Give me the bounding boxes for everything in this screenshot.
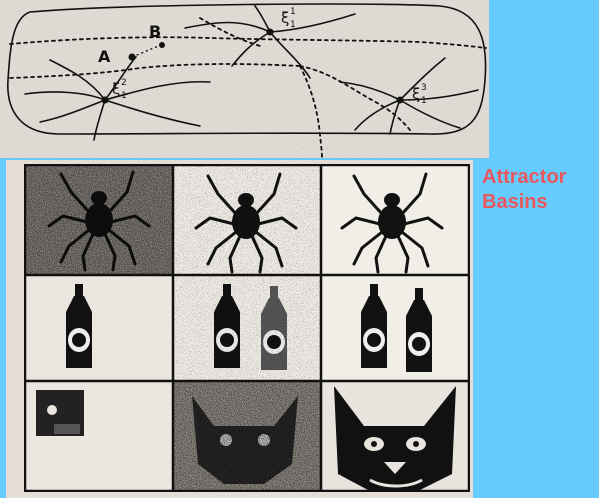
basin-diagram: A B ξ 1 1 ξ 1 2 ξ 1 3 xyxy=(0,0,489,158)
attractor-superscript: 1 xyxy=(290,7,296,17)
grid-cell-spider-recalled xyxy=(322,166,468,274)
point-a-label: A xyxy=(98,47,111,66)
attractor-subscript: 1 xyxy=(290,20,296,30)
attractor-symbol: ξ xyxy=(412,85,420,103)
grid-cell-bottles-recalled xyxy=(322,276,468,380)
slide-title-line: Attractor xyxy=(482,165,599,190)
grid-cell-cat-fragment xyxy=(26,382,172,490)
attractor-symbol: ξ xyxy=(281,9,289,27)
attractor-superscript: 3 xyxy=(421,83,427,93)
image-grid xyxy=(24,164,470,492)
grid-cell-cat-noisy xyxy=(174,382,320,490)
attractor-subscript: 1 xyxy=(421,96,427,106)
point-b-label: B xyxy=(149,22,161,41)
grid-cell-cat-recalled xyxy=(322,382,468,490)
attractor-superscript: 2 xyxy=(121,78,127,88)
grid-cell-bottle-single xyxy=(26,276,172,380)
attractor-symbol: ξ xyxy=(112,80,120,98)
attractor-point xyxy=(102,97,109,104)
attractor-point xyxy=(267,29,274,36)
grid-cell-spider-noisy xyxy=(26,166,172,274)
attractor-subscript: 1 xyxy=(121,91,127,101)
slide-title: Attractor Basins xyxy=(482,165,599,215)
attractor-point xyxy=(397,97,404,104)
grid-cell-spider-partial xyxy=(174,166,320,274)
grid-cell-bottles-partial xyxy=(174,276,320,380)
slide-title-line: Basins xyxy=(482,190,599,215)
